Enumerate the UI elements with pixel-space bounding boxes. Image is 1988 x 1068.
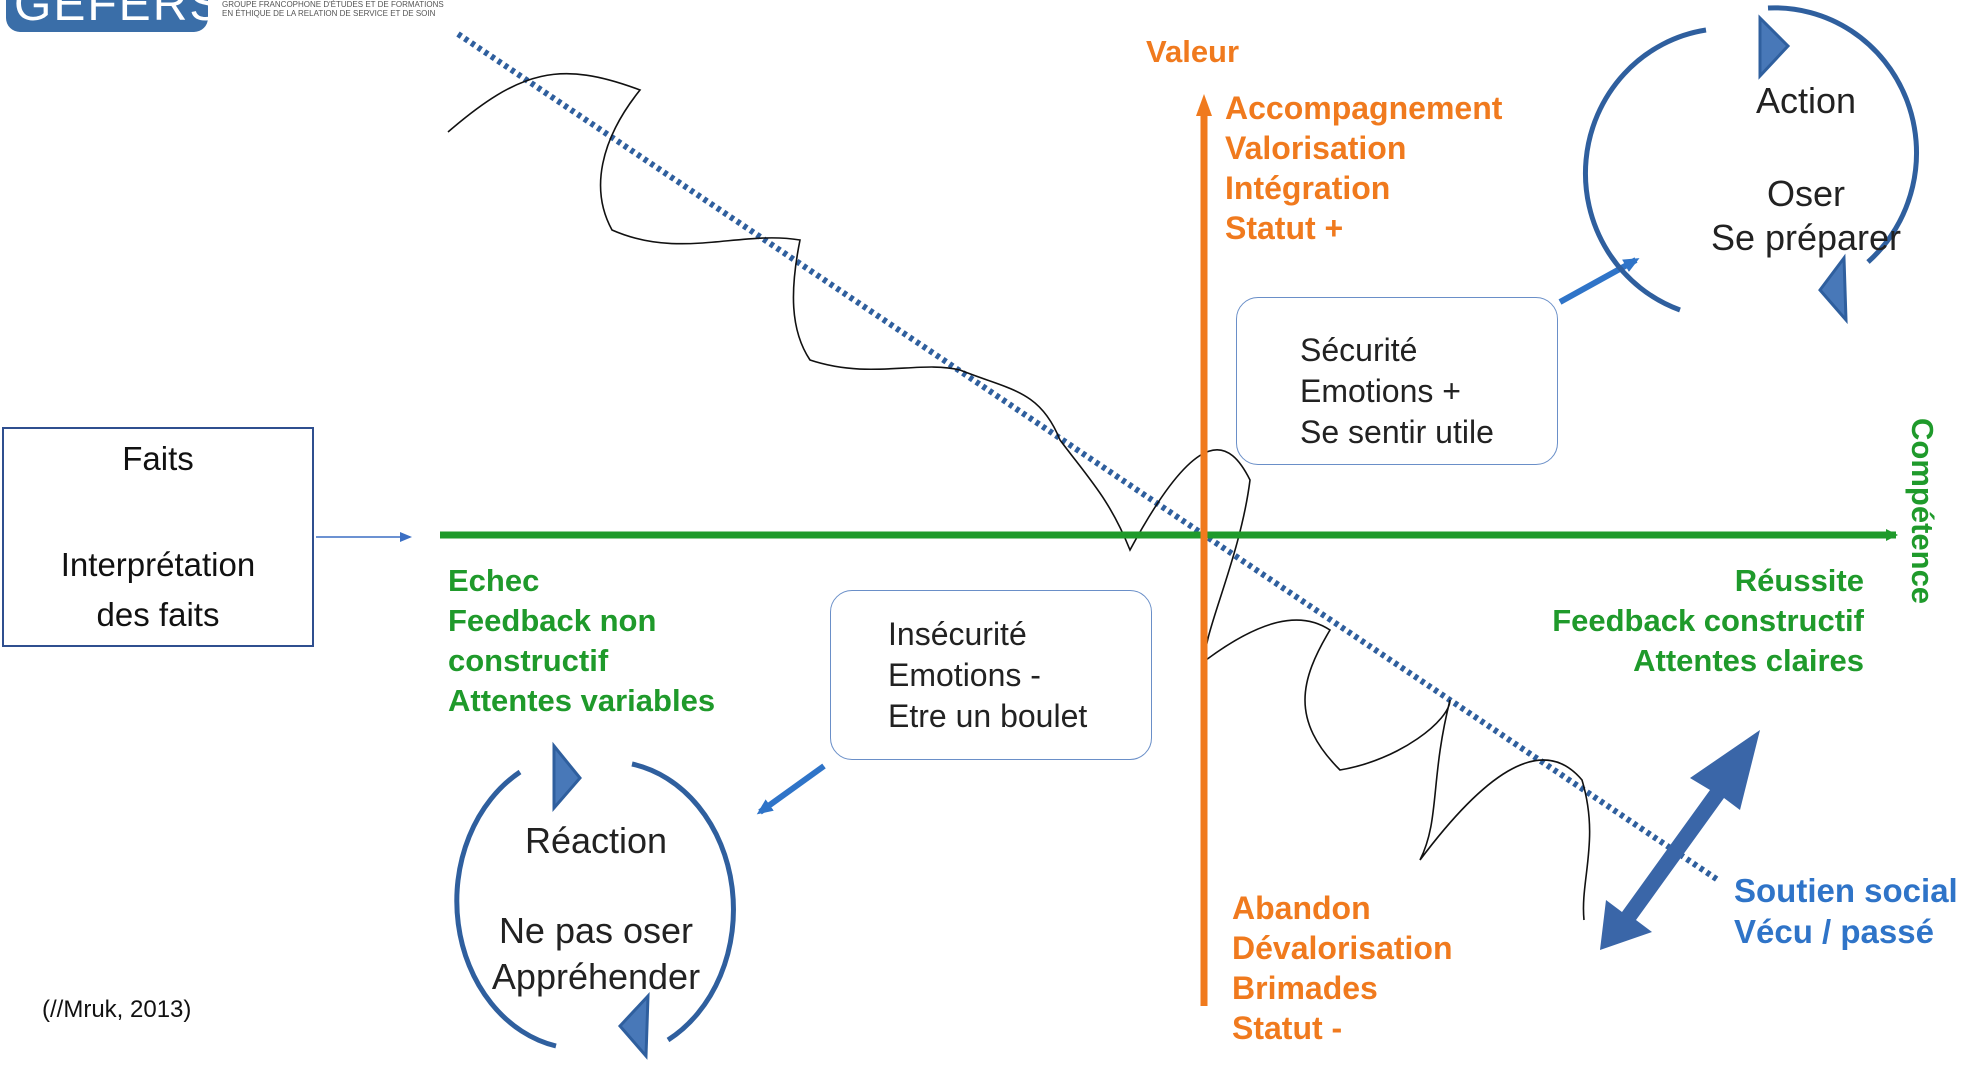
reaction-sub: Ne pas oser Appréhender (466, 908, 726, 1000)
citation: (//Mruk, 2013) (42, 996, 192, 1023)
logo-subtitle-line1: Groupe francophone d'études et de format… (222, 0, 444, 9)
soutien-double-arrow (1600, 730, 1760, 950)
left-label: Echec (448, 563, 540, 598)
logo-badge (6, 0, 208, 32)
securite-box (1236, 297, 1558, 465)
left-label: constructif (448, 643, 609, 678)
soutien-label: Soutien social Vécu / passé (1734, 870, 1958, 952)
top-label: Intégration (1225, 170, 1391, 206)
right-label: Attentes claires (1633, 643, 1864, 678)
logo-subtitle-line2: en éthique de la relation de service et … (222, 9, 436, 18)
insecurite-line: Insécurité (888, 616, 1027, 652)
reaction-line2: Appréhender (491, 956, 701, 997)
wavy-line (447, 72, 1591, 921)
insecurite-box (830, 590, 1152, 760)
faits-subtitle-line1: Interprétation (60, 546, 256, 583)
securite-line: Sécurité (1300, 332, 1418, 368)
bottom-label: Statut - (1232, 1010, 1343, 1046)
action-cycle (1582, 5, 1919, 325)
left-label: Attentes variables (448, 683, 716, 718)
action-title: Action (1755, 80, 1857, 121)
faits-subtitle: Interprétation des faits (2, 540, 314, 640)
insecurite-line: Etre un boulet (888, 698, 1088, 734)
soutien-label-line1: Soutien social (1734, 872, 1958, 909)
logo-text: GEFERS (14, 0, 224, 31)
action-line1: Oser (1766, 173, 1845, 214)
reaction-line1: Ne pas oser (498, 910, 694, 951)
logo-subtitle: Groupe francophone d'études et de format… (222, 0, 552, 18)
valeur-label: Valeur (1146, 34, 1240, 69)
right-label: Feedback constructif (1552, 603, 1864, 638)
top-label: Valorisation (1225, 130, 1407, 166)
reaction-title: Réaction (524, 820, 668, 861)
insecurite-text: Insécurité Emotions - Etre un boulet (888, 614, 1087, 737)
top-labels: Accompagnement Valorisation Intégration … (1225, 88, 1502, 248)
insecurite-line: Emotions - (888, 657, 1041, 693)
reaction-cycle (454, 741, 736, 1060)
action-line2: Se préparer (1710, 217, 1902, 258)
bottom-label: Abandon (1232, 890, 1371, 926)
action-sub: Oser Se préparer (1686, 172, 1926, 260)
valeur-axis-arrowhead (1196, 94, 1212, 116)
bottom-labels: Abandon Dévalorisation Brimades Statut - (1232, 888, 1453, 1048)
faits-box (2, 427, 314, 647)
bottom-label: Brimades (1232, 970, 1378, 1006)
securite-line: Emotions + (1300, 373, 1461, 409)
soutien-label-line2: Vécu / passé (1734, 913, 1934, 950)
securite-text: Sécurité Emotions + Se sentir utile (1300, 330, 1494, 453)
left-labels: Echec Feedback non constructif Attentes … (448, 561, 778, 721)
faits-subtitle-line2: des faits (96, 596, 220, 633)
securite-line: Se sentir utile (1300, 414, 1494, 450)
bottom-label: Dévalorisation (1232, 930, 1453, 966)
right-label: Réussite (1734, 563, 1864, 598)
left-label: Feedback non (448, 603, 657, 638)
insecurite-to-reaction-arrow (756, 763, 826, 815)
competence-label: Compétence (1905, 418, 1940, 605)
right-labels: Réussite Feedback constructif Attentes c… (1440, 561, 1864, 681)
diagonal-dotted-line (456, 31, 1720, 883)
faits-title: Faits (122, 440, 194, 477)
securite-to-action-arrow (1558, 257, 1640, 305)
top-label: Accompagnement (1225, 90, 1503, 126)
top-label: Statut + (1225, 210, 1344, 246)
